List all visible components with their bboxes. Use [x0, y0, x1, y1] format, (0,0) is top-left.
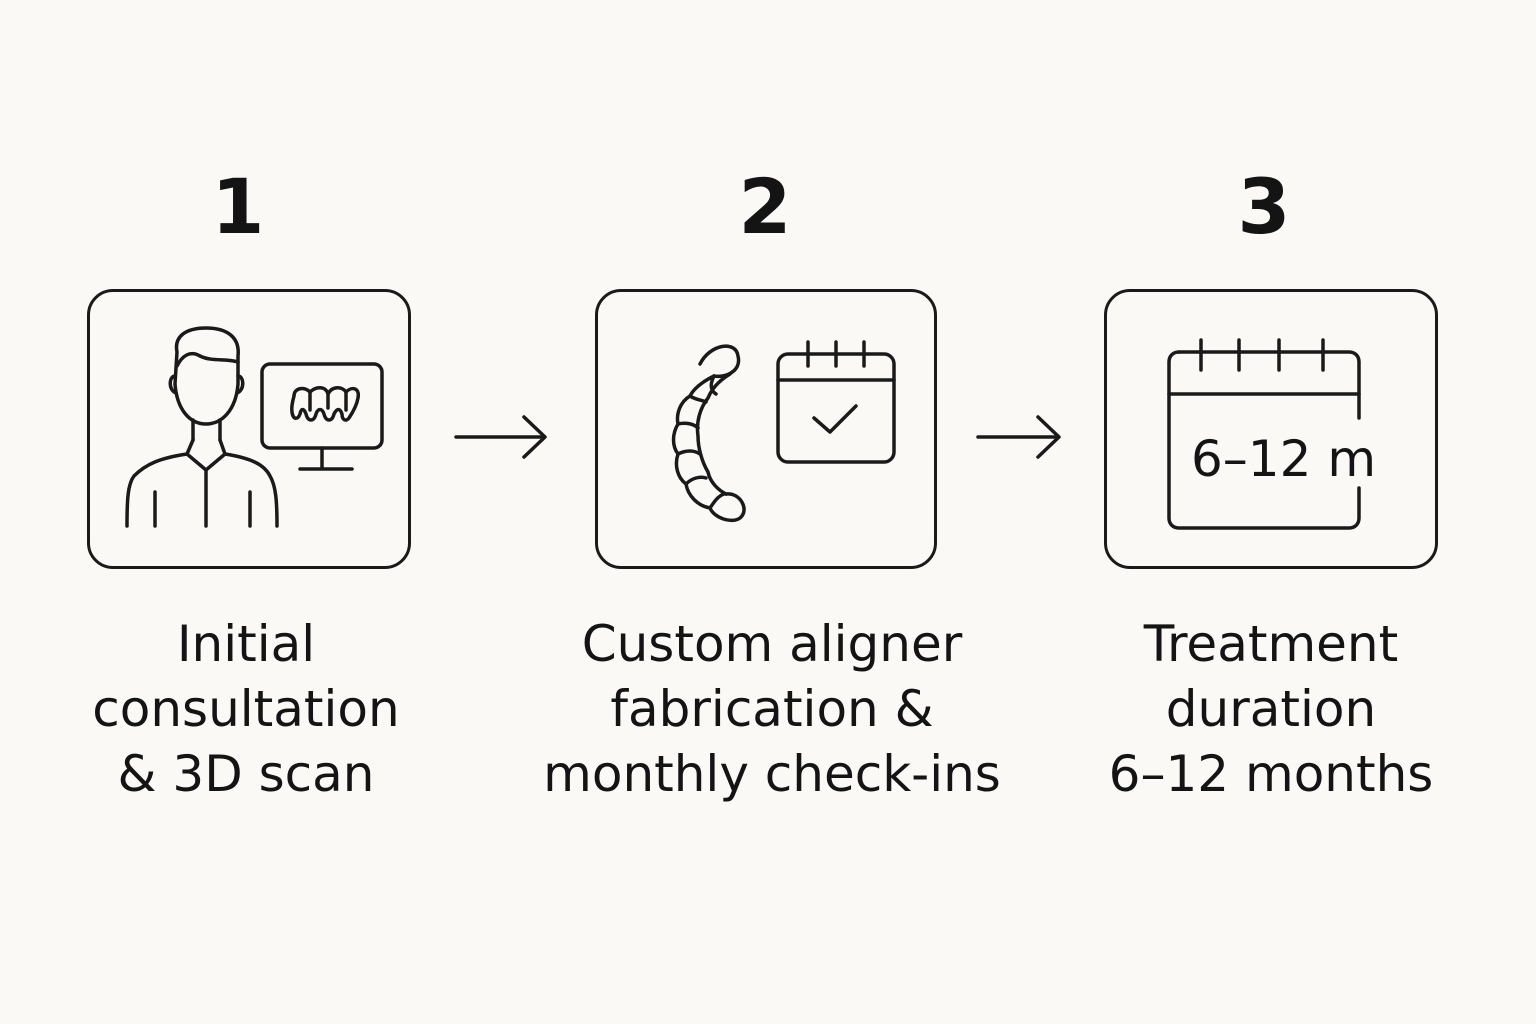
- step-1-number: 1: [211, 162, 265, 251]
- arrow-right-icon: [976, 415, 1061, 459]
- step-3-number: 3: [1237, 162, 1291, 251]
- step-3-label-line: duration: [1165, 680, 1377, 738]
- step-1-label: Initial consultation & 3D scan: [0, 612, 506, 807]
- step-2-label-line: monthly check-ins: [543, 745, 1001, 803]
- teeth-scan-icon: [290, 386, 361, 422]
- step-3-card: 6–12 m: [1104, 289, 1438, 569]
- step-2-number: 2: [738, 162, 792, 251]
- step-1-label-line: & 3D scan: [117, 745, 375, 803]
- aligner-icon: [671, 344, 746, 523]
- monitor-icon: [260, 362, 384, 471]
- step-3-label-line: Treatment: [1143, 615, 1399, 673]
- step-3-label: Treatment duration 6–12 months: [1011, 612, 1531, 807]
- calendar-duration-text: 6–12 m: [1191, 430, 1376, 488]
- step-2-label-line: Custom aligner: [581, 615, 963, 673]
- arrow-right-icon: [454, 415, 547, 459]
- step-2-label-line: fabrication &: [610, 680, 934, 738]
- calendar-icon: 6–12 m: [1167, 338, 1376, 530]
- step-1-card: [87, 289, 411, 569]
- step-2-card: [595, 289, 937, 569]
- step-2-label: Custom aligner fabrication & monthly che…: [512, 612, 1032, 807]
- step-1-label-line: consultation: [92, 680, 400, 738]
- calendar-check-icon: [776, 340, 896, 464]
- person-icon: [125, 326, 279, 528]
- step-3-label-line: 6–12 months: [1108, 745, 1434, 803]
- step-1-label-line: Initial: [176, 615, 316, 673]
